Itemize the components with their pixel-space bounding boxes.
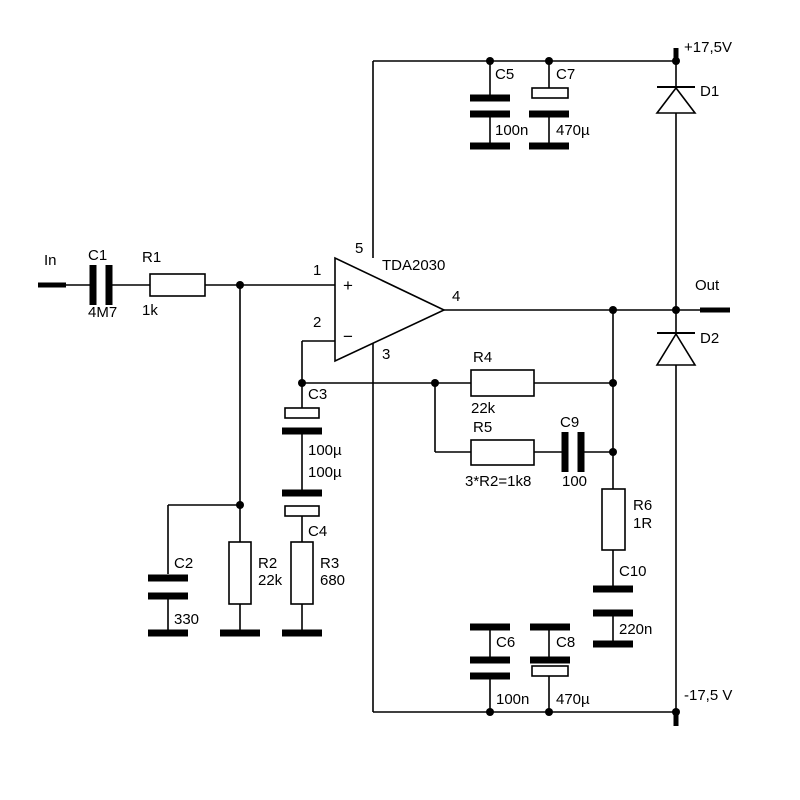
capacitor-c5: C5 100n bbox=[470, 61, 528, 150]
input-label: In bbox=[44, 252, 57, 269]
pin-5-label: 5 bbox=[355, 240, 363, 257]
c10-name: C10 bbox=[619, 563, 647, 580]
c9-value: 100 bbox=[562, 473, 587, 490]
c10-value: 220n bbox=[619, 621, 652, 638]
d2-name: D2 bbox=[700, 330, 719, 347]
junction-r4-output bbox=[609, 379, 617, 387]
c3-name: C3 bbox=[308, 386, 327, 403]
opamp-tda2030: TDA2030 + − 1 2 3 4 5 bbox=[313, 240, 460, 363]
c1-name: C1 bbox=[88, 247, 107, 264]
output-net: Out bbox=[444, 277, 730, 313]
c6-value: 100n bbox=[496, 691, 529, 708]
capacitor-c4: 100µ C4 bbox=[282, 464, 342, 542]
capacitor-c8: C8 470µ bbox=[530, 623, 590, 712]
junction-d2-rail bbox=[672, 708, 680, 716]
c3-value: 100µ bbox=[308, 442, 342, 459]
resistor-r6: R6 1R bbox=[601, 488, 652, 586]
resistor-r2: R2 22k bbox=[220, 541, 283, 637]
capacitor-c6: C6 100n bbox=[470, 623, 529, 712]
resistor-r4: R4 22k bbox=[470, 349, 613, 417]
resistor-r1: R1 1k bbox=[142, 249, 335, 319]
pin-3-label: 3 bbox=[382, 346, 390, 363]
d1-name: D1 bbox=[700, 83, 719, 100]
diode-d1: D1 bbox=[655, 83, 719, 114]
r6-value: 1R bbox=[633, 515, 652, 532]
c9-name: C9 bbox=[560, 414, 579, 431]
junction-c2-r2 bbox=[236, 501, 244, 509]
capacitor-c3: C3 100µ bbox=[282, 386, 342, 490]
capacitor-c10: C10 220n bbox=[593, 563, 652, 648]
pin-2-label: 2 bbox=[313, 314, 321, 331]
capacitor-c2: C2 330 bbox=[148, 555, 199, 637]
junction-output-diodes bbox=[672, 306, 680, 314]
junction-c6-bottom bbox=[486, 708, 494, 716]
diode-d2: D2 bbox=[655, 330, 719, 366]
junction-c7-top bbox=[545, 57, 553, 65]
negative-rail bbox=[372, 310, 679, 726]
r3-value: 680 bbox=[320, 572, 345, 589]
r2-value: 22k bbox=[258, 572, 283, 589]
c8-value: 470µ bbox=[556, 691, 590, 708]
r5-value: 3*R2=1k8 bbox=[465, 473, 531, 490]
junction-c5-top bbox=[486, 57, 494, 65]
junction-r4-r5 bbox=[431, 379, 439, 387]
capacitor-c1: C1 4M7 bbox=[88, 247, 150, 321]
r5-c9-branch bbox=[434, 383, 471, 453]
c8-name: C8 bbox=[556, 634, 575, 651]
inverting-sign: − bbox=[343, 327, 353, 346]
c6-name: C6 bbox=[496, 634, 515, 651]
c2-name: C2 bbox=[174, 555, 193, 572]
c5-name: C5 bbox=[495, 66, 514, 83]
c4-name: C4 bbox=[308, 523, 327, 540]
output-label: Out bbox=[695, 277, 720, 294]
r4-value: 22k bbox=[471, 400, 496, 417]
r1-name: R1 bbox=[142, 249, 161, 266]
pin-1-label: 1 bbox=[313, 262, 321, 279]
c7-value: 470µ bbox=[556, 122, 590, 139]
junction-c8-bottom bbox=[545, 708, 553, 716]
c7-name: C7 bbox=[556, 66, 575, 83]
c1-value: 4M7 bbox=[88, 304, 117, 321]
r1-value: 1k bbox=[142, 302, 158, 319]
c5-value: 100n bbox=[495, 122, 528, 139]
resistor-r5: R5 3*R2=1k8 bbox=[465, 419, 562, 490]
positive-supply-label: +17,5V bbox=[684, 39, 732, 56]
junction-c9-r6 bbox=[609, 448, 617, 456]
r2-name: R2 bbox=[258, 555, 277, 572]
junction-d1-rail bbox=[672, 57, 680, 65]
r4-name: R4 bbox=[473, 349, 492, 366]
junction-inverting bbox=[298, 379, 306, 387]
junction-dots bbox=[236, 57, 680, 716]
resistor-r3: R3 680 bbox=[282, 541, 345, 637]
r5-name: R5 bbox=[473, 419, 492, 436]
capacitor-c7: C7 470µ bbox=[529, 61, 590, 150]
junction-output-feedback bbox=[609, 306, 617, 314]
r6-name: R6 bbox=[633, 497, 652, 514]
r3-name: R3 bbox=[320, 555, 339, 572]
negative-supply-label: -17,5 V bbox=[684, 687, 732, 704]
noninverting-sign: + bbox=[343, 276, 353, 295]
inverting-input-wire bbox=[301, 340, 471, 408]
bias-network bbox=[167, 285, 241, 574]
pin-4-label: 4 bbox=[452, 288, 460, 305]
positive-rail bbox=[372, 48, 679, 310]
c2-value: 330 bbox=[174, 611, 199, 628]
capacitor-c9: C9 100 bbox=[560, 414, 613, 490]
ic-label: TDA2030 bbox=[382, 257, 445, 274]
c4-value: 100µ bbox=[308, 464, 342, 481]
junction-r1-r2 bbox=[236, 281, 244, 289]
input-terminal: In bbox=[38, 252, 90, 288]
